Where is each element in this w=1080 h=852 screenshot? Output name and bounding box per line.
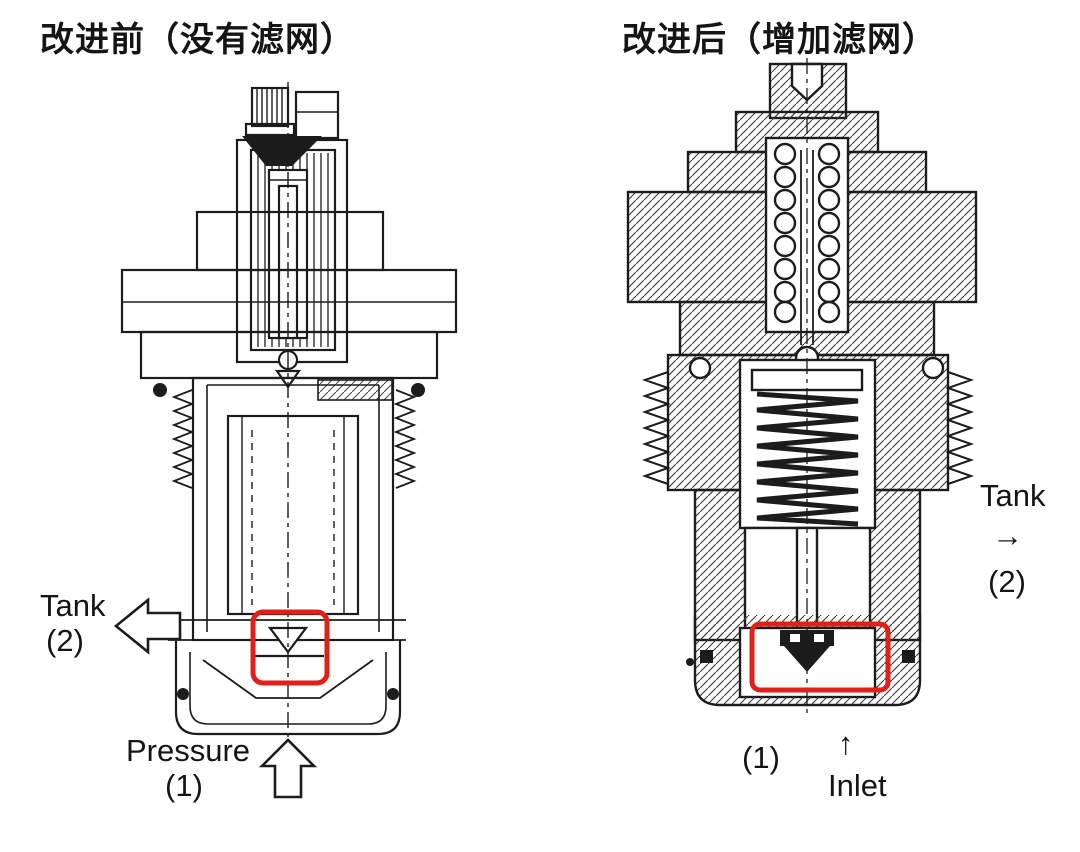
right-panel-title: 改进后（增加滤网） [622, 21, 937, 59]
o-ring-bottom-right [387, 688, 399, 700]
o-ring-right [921, 356, 945, 380]
thread-left-side [171, 389, 195, 489]
inlet-label: Inlet [828, 768, 887, 803]
adjustment-screw [242, 86, 340, 166]
o-ring-left [153, 383, 167, 397]
pressure-label: Pressure [126, 733, 251, 768]
right-valve-diagram [626, 58, 978, 715]
pilot-spring-tube [235, 138, 349, 389]
sleeve-and-spool [191, 376, 395, 642]
inlet-arrow-icon: ↑ [838, 726, 854, 761]
tank-port-number-right: (2) [988, 564, 1026, 599]
seal-right [902, 650, 915, 663]
o-ring-right [411, 383, 425, 397]
o-ring-left [688, 356, 712, 380]
left-panel-title: 改进前（没有滤网） [40, 21, 355, 59]
tank-label-right: Tank [980, 478, 1046, 513]
tank-arrow-icon [113, 597, 182, 655]
tank-label-left: Tank [40, 588, 106, 623]
highlight-box-right [749, 621, 891, 693]
tank-port-number-left: (2) [46, 623, 84, 658]
pilot-spring-coils [773, 142, 841, 324]
thread-right-side [393, 389, 417, 489]
pressure-arrow-icon [258, 738, 318, 799]
seal-left [700, 650, 713, 663]
highlight-box-left [250, 609, 330, 686]
tank-arrow-icon-right: → [992, 518, 1023, 553]
left-valve-diagram [113, 82, 458, 799]
o-ring-bottom-left [177, 688, 189, 700]
pressure-port-number: (1) [165, 768, 203, 803]
valve-body [120, 210, 458, 401]
inlet-port-number: (1) [742, 740, 780, 775]
thread-right-side [944, 371, 975, 485]
thread-left-side [641, 371, 672, 485]
